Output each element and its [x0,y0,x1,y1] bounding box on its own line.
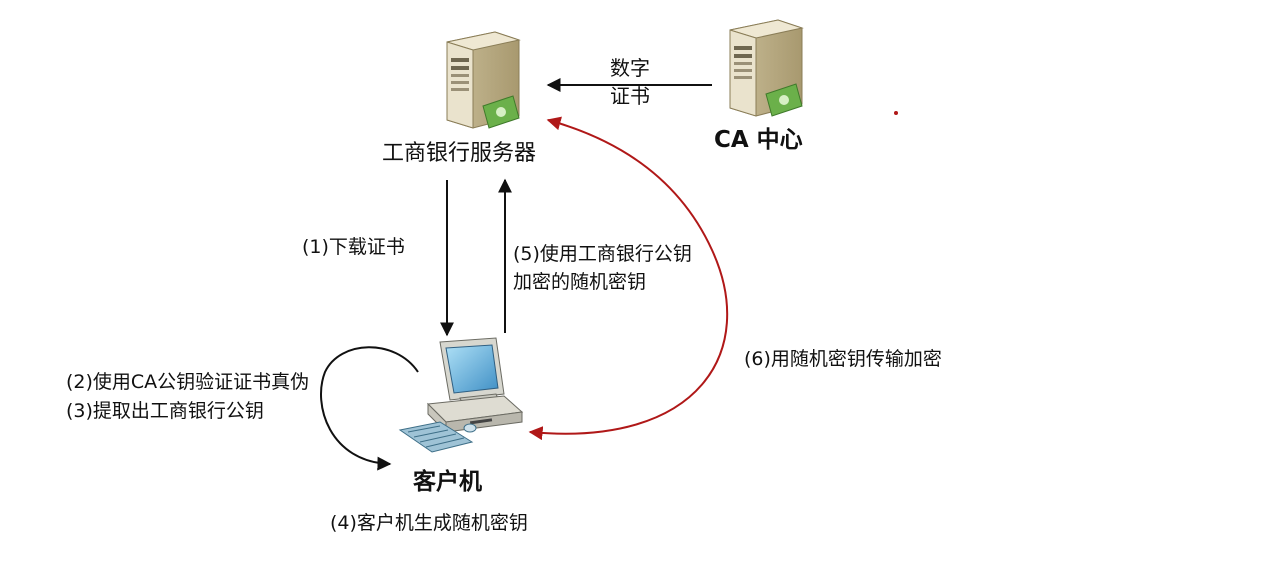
extract-key-label: (3)提取出工商银行公钥 [66,400,264,422]
keyboard-icon [398,421,474,453]
client-computer-icon [398,337,524,453]
cert-from-ca-label: 数字 证书 [610,54,650,110]
certificate-icon [482,95,520,129]
bank-server-label: 工商银行服务器 [382,141,537,166]
mouse-icon [463,423,477,433]
encrypted-transfer-label: (6)用随机密钥传输加密 [744,348,942,370]
verify-cert-label: (2)使用CA公钥验证证书真伪 [66,371,310,393]
ca-center-label: CA 中心 [714,127,803,153]
computer-icon [426,337,524,434]
arrow-encrypted-transfer [528,116,729,441]
send-encrypted-key-line2: 加密的随机密钥 [513,271,647,293]
generate-key-label: (4)客户机生成随机密钥 [330,512,528,534]
send-encrypted-key-label: (5)使用工商银行公钥 加密的随机密钥 [513,240,692,296]
client-label: 客户机 [413,469,482,495]
certificate-icon [765,83,803,117]
download-cert-label: (1)下载证书 [302,236,405,258]
cert-from-ca-line1: 数字 [610,56,650,80]
send-encrypted-key-line1: (5)使用工商银行公钥 [513,243,692,265]
arrow-client-self-loop [320,346,419,471]
decorative-dot [894,111,898,115]
cert-from-ca-line2: 证书 [610,84,650,108]
ca-server-icon [729,19,804,117]
bank-server-icon [446,31,521,129]
